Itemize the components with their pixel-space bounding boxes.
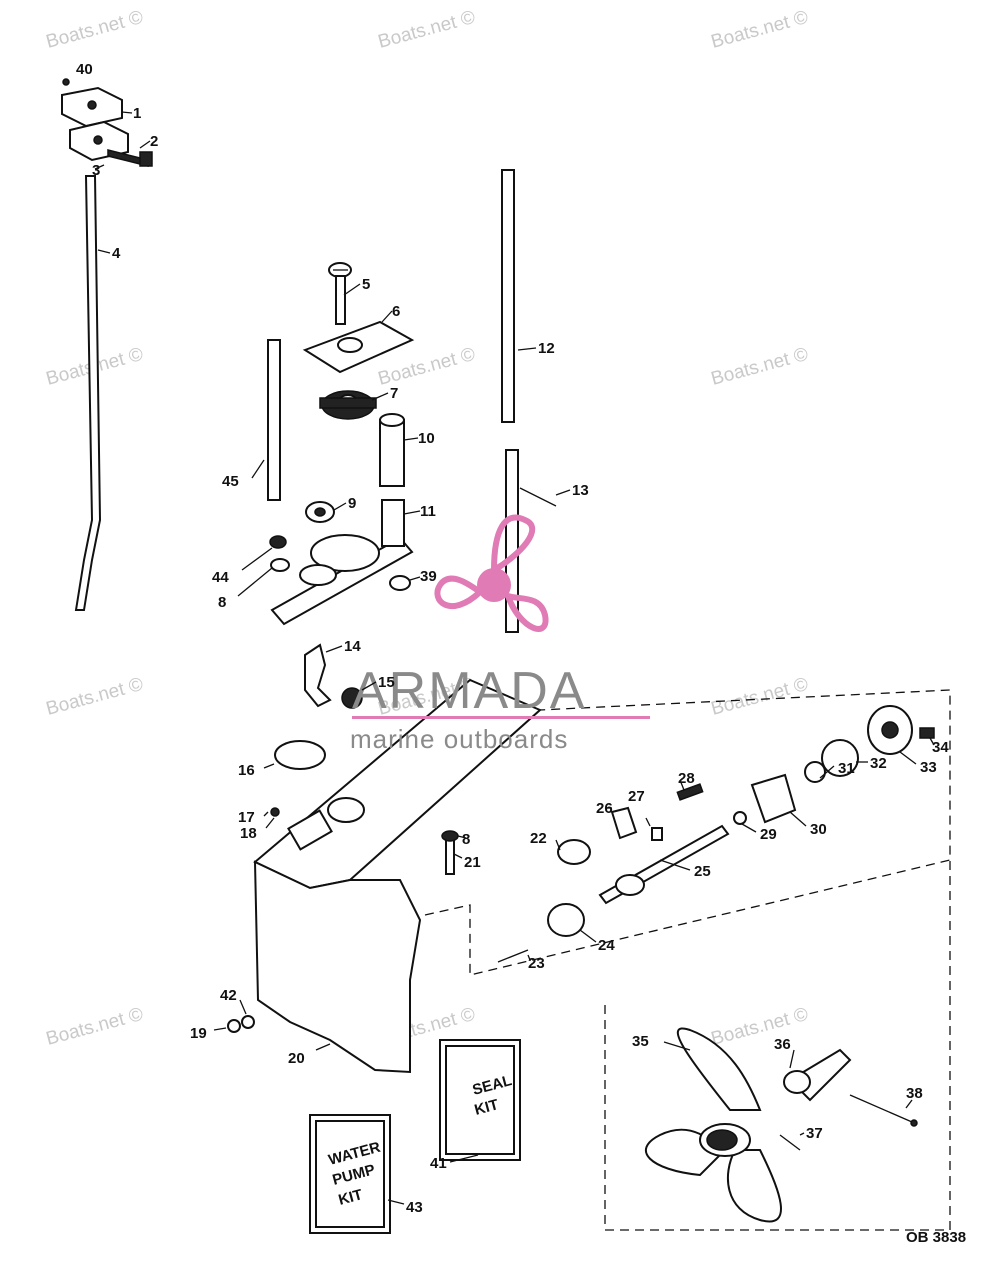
part-label-15: 15 xyxy=(378,674,395,691)
pump-housing xyxy=(270,499,414,626)
watermark: Boats.net © xyxy=(44,7,146,53)
part-label-27: 27 xyxy=(628,788,645,805)
gear-case-screw xyxy=(445,837,455,875)
part-label-43: 43 xyxy=(406,1199,423,1216)
kit-text: KIT xyxy=(473,1096,501,1119)
part-label-13: 13 xyxy=(572,482,589,499)
brand-tagline: marine outboards xyxy=(350,724,568,754)
stud xyxy=(267,339,281,501)
part-label-24: 24 xyxy=(598,937,615,954)
part-label-16: 16 xyxy=(238,762,255,779)
o-ring xyxy=(389,575,411,591)
part-label-26: 26 xyxy=(596,800,613,817)
watermark: Boats.net © xyxy=(376,7,478,53)
brand-name: ARMADA xyxy=(352,662,586,720)
part-label-8: 8 xyxy=(218,594,226,611)
part-label-10: 10 xyxy=(418,430,435,447)
part-label-14: 14 xyxy=(344,638,361,655)
shift-cam xyxy=(304,643,332,708)
part-label-32: 32 xyxy=(870,755,887,772)
watermark: Boats.net © xyxy=(44,1004,146,1050)
shift-pin xyxy=(610,806,638,840)
part-label-2: 2 xyxy=(150,133,158,150)
part-label-3: 3 xyxy=(92,162,100,179)
impeller-screw xyxy=(328,262,352,325)
part-label-41: 41 xyxy=(430,1155,447,1172)
water-pump-kit: WATER PUMP KIT xyxy=(309,1114,391,1234)
part-label-21: 21 xyxy=(464,854,481,871)
part-label-4: 4 xyxy=(112,245,121,262)
seal-kit: SEAL KIT xyxy=(439,1039,521,1161)
part-label-28: 28 xyxy=(678,770,695,787)
watermark: Boats.net © xyxy=(709,1004,811,1050)
watermark: Boats.net © xyxy=(709,7,811,53)
part-label-12: 12 xyxy=(538,340,555,357)
part-label-34: 34 xyxy=(932,739,949,756)
bushing xyxy=(341,687,363,709)
part-label-35: 35 xyxy=(632,1033,649,1050)
seal xyxy=(557,839,591,865)
part-label-22: 22 xyxy=(530,830,547,847)
part-label-8-duplicate: 8 xyxy=(462,831,470,848)
part-label-29: 29 xyxy=(760,826,777,843)
impeller xyxy=(319,390,377,420)
bearing-housing xyxy=(547,903,585,937)
part-label-38: 38 xyxy=(906,1085,923,1102)
part-label-23: 23 xyxy=(528,955,545,972)
part-label-40: 40 xyxy=(76,61,93,78)
kit-text: KIT xyxy=(337,1186,365,1209)
part-labels: 1 2 3 4 5 6 7 8 9 10 11 12 13 14 15 16 1… xyxy=(76,61,949,1216)
watermarks: Boats.net © Boats.net © Boats.net © Boat… xyxy=(44,7,811,1050)
part-label-7: 7 xyxy=(390,385,398,402)
part-label-39: 39 xyxy=(420,568,437,585)
part-label-31: 31 xyxy=(838,760,855,777)
leaders xyxy=(94,111,935,1205)
part-label-11: 11 xyxy=(420,503,436,520)
brand-logo: ARMADA marine outboards xyxy=(350,514,650,754)
part-label-6: 6 xyxy=(392,303,400,320)
part-label-5: 5 xyxy=(362,276,370,293)
part-label-25: 25 xyxy=(694,863,711,880)
part-label-18: 18 xyxy=(240,825,257,842)
part-label-42: 42 xyxy=(220,987,237,1004)
watermark: Boats.net © xyxy=(709,674,811,720)
part-label-45: 45 xyxy=(222,473,239,490)
shift-rod-connector xyxy=(61,78,153,167)
part-label-36: 36 xyxy=(774,1036,791,1053)
watermark: Boats.net © xyxy=(709,344,811,390)
part-label-19: 19 xyxy=(190,1025,207,1042)
part-label-20: 20 xyxy=(288,1050,305,1067)
water-tube xyxy=(379,413,405,487)
shift-rod xyxy=(74,175,102,611)
watermark: Boats.net © xyxy=(376,344,478,390)
o-ring-large xyxy=(274,740,326,770)
gear-case xyxy=(253,678,542,1074)
clutch-dog xyxy=(750,773,797,824)
part-label-30: 30 xyxy=(810,821,827,838)
part-label-1: 1 xyxy=(133,105,141,122)
part-label-33: 33 xyxy=(920,759,937,776)
part-label-17: 17 xyxy=(238,809,255,826)
watermark: Boats.net © xyxy=(44,674,146,720)
part-label-9: 9 xyxy=(348,495,356,512)
part-label-37: 37 xyxy=(806,1125,823,1142)
propeller xyxy=(645,1027,782,1223)
diagram-id: OB 3838 xyxy=(906,1229,966,1246)
driveshaft xyxy=(501,169,515,423)
part-label-44: 44 xyxy=(212,569,229,586)
